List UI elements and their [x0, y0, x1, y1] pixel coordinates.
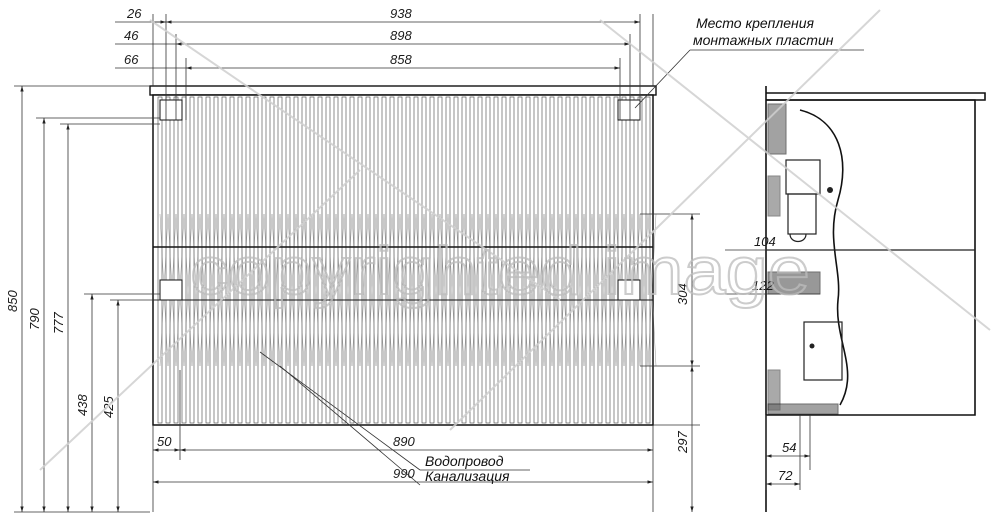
mount-note-line2: монтажных пластин	[693, 32, 834, 48]
cabinet-frame	[152, 94, 654, 426]
dim-938: 938	[390, 6, 412, 21]
annotations: Место крепления монтажных пластин Водопр…	[259, 15, 864, 486]
left-dimensions: 850 790 777 438 425	[5, 85, 160, 513]
sewer-note: Канализация	[425, 468, 510, 484]
countertop	[149, 85, 657, 96]
dim-122: 122	[752, 278, 774, 293]
dim-777: 777	[51, 312, 66, 334]
top-dimensions: 938 26 898 46 858 66	[115, 6, 654, 120]
dim-50: 50	[157, 434, 172, 449]
dim-304: 304	[675, 283, 690, 305]
mount-plate-left	[159, 99, 183, 121]
watermark-text: copyrighted image	[190, 233, 810, 309]
dim-898: 898	[390, 28, 412, 43]
dim-990: 990	[393, 466, 415, 481]
bottom-dimensions: 50 890 990	[152, 370, 654, 512]
crosshatch-band	[159, 213, 657, 367]
dim-438: 438	[75, 394, 90, 416]
right-dimensions: 304 297	[640, 213, 700, 512]
water-note: Водопровод	[425, 453, 504, 469]
dim-850: 850	[5, 290, 20, 312]
dim-790: 790	[27, 308, 42, 330]
mount-plate-right-low	[617, 279, 641, 301]
watermark: copyrighted image	[39, 9, 991, 471]
dim-858: 858	[390, 52, 412, 67]
mount-plate-left-low	[159, 279, 183, 301]
dim-54: 54	[782, 440, 796, 455]
front-view	[149, 85, 657, 426]
dim-72: 72	[778, 468, 793, 483]
dim-890: 890	[393, 434, 415, 449]
mount-plate-right	[617, 99, 641, 121]
dim-66: 66	[124, 52, 139, 67]
side-view: 104 122 54 72	[725, 86, 986, 512]
dim-26: 26	[126, 6, 142, 21]
mount-note-line1: Место крепления	[696, 15, 815, 31]
dim-46: 46	[124, 28, 139, 43]
slat-pattern	[157, 96, 651, 424]
dim-297: 297	[675, 431, 690, 454]
dim-104: 104	[754, 234, 776, 249]
